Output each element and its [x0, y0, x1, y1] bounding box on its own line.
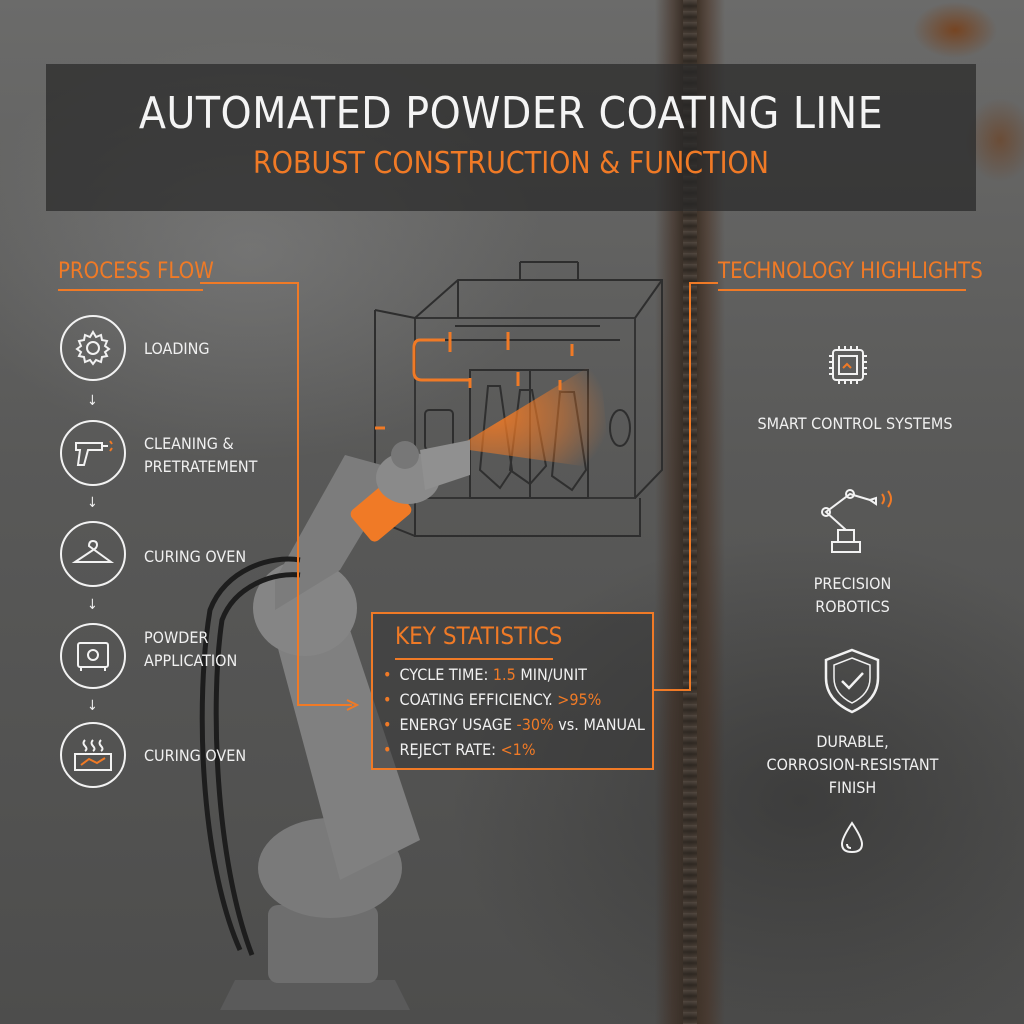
- key-statistics-heading: KEY STATISTICS: [395, 622, 563, 650]
- stat-reject-rate: •REJECT RATE: <1%: [383, 740, 536, 759]
- tech-label-precision-robotics: PRECISION ROBOTICS: [813, 574, 892, 616]
- droplet-icon: [838, 820, 866, 860]
- page-subtitle: ROBUST CONSTRUCTION & FUNCTION: [253, 146, 769, 181]
- powder-spray: [455, 360, 610, 470]
- key-statistics-rule: [395, 658, 553, 660]
- key-statistics-list: •CYCLE TIME: 1.5 MIN/UNIT •COATING EFFIC…: [383, 662, 645, 762]
- step-label-3: CURING OVEN: [144, 547, 247, 566]
- coating-booth-wireframe: [374, 261, 663, 537]
- shield-check-icon: [820, 646, 884, 720]
- hanger-icon: [60, 521, 126, 587]
- key-statistics-panel: KEY STATISTICS •CYCLE TIME: 1.5 MIN/UNIT…: [371, 612, 654, 770]
- stat-cycle-time: •CYCLE TIME: 1.5 MIN/UNIT: [383, 665, 587, 684]
- title-banner: [46, 64, 976, 211]
- robot-cables: [199, 556, 301, 956]
- flow-arrow: ↓: [87, 597, 98, 613]
- gear-icon: [60, 315, 126, 381]
- page-title: AUTOMATED POWDER COATING LINE: [138, 88, 884, 139]
- step-label-1: LOADING: [144, 339, 210, 358]
- oven-icon: [60, 722, 126, 788]
- chip-icon: [823, 340, 873, 394]
- step-label-4: POWDER APPLICATION: [144, 628, 238, 670]
- tech-label-smart-control: SMART CONTROL SYSTEMS: [757, 414, 953, 433]
- step-label-5: CURING OVEN: [144, 746, 247, 765]
- connector-lines: [200, 282, 718, 711]
- flow-arrow: ↓: [87, 495, 98, 511]
- robot-arm-icon: [812, 486, 900, 562]
- robot-arm: [220, 440, 470, 1010]
- technology-highlights-heading: TECHNOLOGY HIGHLIGHTS: [718, 259, 983, 284]
- process-flow-heading: PROCESS FLOW: [58, 259, 214, 284]
- powder-booth-icon: [60, 623, 126, 689]
- stat-energy-usage: •ENERGY USAGE -30% vs. MANUAL: [383, 715, 645, 734]
- stat-coating-efficiency: •COATING EFFICIENCY. >95%: [383, 690, 602, 709]
- step-label-2: CLEANING & PRETRATEMENT: [144, 434, 258, 476]
- process-flow-rule: [58, 289, 203, 291]
- spray-gun-icon: [60, 420, 126, 486]
- technology-highlights-rule: [718, 289, 966, 291]
- tech-label-durable-finish: DURABLE, CORROSION-RESISTANT FINISH: [766, 732, 939, 797]
- flow-arrow: ↓: [87, 393, 98, 409]
- flow-arrow: ↓: [87, 698, 98, 714]
